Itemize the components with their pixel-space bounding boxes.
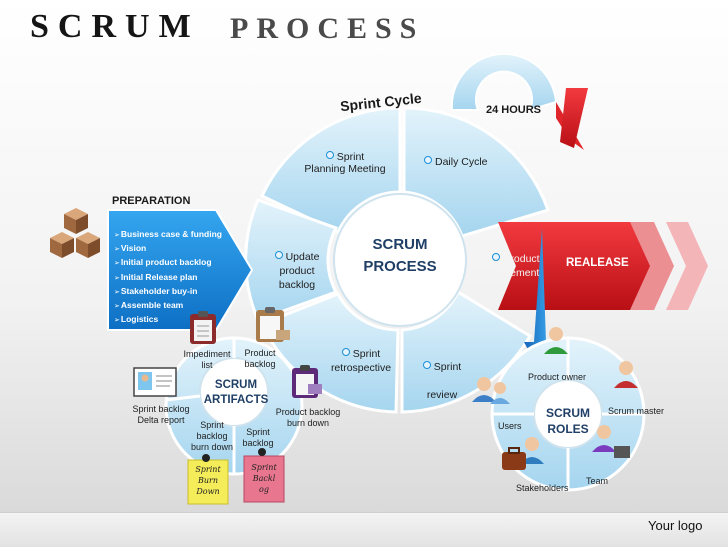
bullet-dot-icon [424, 156, 432, 164]
release-label: REALEASE [566, 257, 629, 269]
team-person-icon [592, 425, 630, 458]
preparation-list: Business case & funding Vision Initial p… [114, 228, 222, 327]
title-process: PROCESS [230, 12, 425, 45]
id-card-icon [133, 367, 177, 397]
segment-update-backlog: Update product backlog [266, 250, 328, 292]
segment-product-increment: Product Increment [492, 253, 540, 279]
product-owner-person-icon [544, 327, 568, 354]
roles-connector-arrow [524, 228, 552, 372]
product-backlog-clipboard-icon [256, 307, 290, 342]
list-item: Initial product backlog [114, 256, 222, 270]
stakeholders-person-icon [502, 437, 544, 470]
bullet-dot-icon [274, 251, 283, 259]
sticky-note-yellow-icon [187, 454, 229, 505]
scrum-master-person-icon [614, 361, 638, 388]
daily-loop [450, 52, 588, 150]
segment-sprint-retrospective: Sprint retrospective [330, 348, 392, 374]
release-arrow [498, 222, 708, 310]
list-item: Stakeholder buy-in [114, 285, 222, 299]
role-team: Team [586, 476, 609, 486]
list-item: Assemble team [114, 299, 222, 313]
bullet-dot-icon [422, 361, 431, 369]
segment-sprint-planning: Sprint Planning Meeting [304, 151, 386, 175]
bullet-dot-icon [325, 151, 334, 159]
title-scrum: SCRUM [30, 8, 200, 45]
boxes-icon [50, 208, 100, 258]
role-product-owner: Product owner [528, 372, 587, 382]
segment-sprint-review: Sprint review [414, 353, 470, 409]
bullet-dot-icon [492, 253, 501, 261]
role-scrum-master: Scrum master [608, 406, 665, 416]
list-item: Vision [114, 242, 222, 256]
scrum-artifacts-ring [164, 336, 304, 476]
role-stakeholders: Stakeholders [516, 483, 569, 493]
list-item: Business case & funding [114, 228, 222, 242]
list-item: Initial Release plan [114, 271, 222, 285]
sticky-note-pink-icon [243, 448, 285, 503]
footer-logo: Your logo [648, 518, 703, 533]
sprint-cycle-ring [244, 106, 550, 414]
users-person-icon [472, 377, 510, 404]
preparation-heading: PREPARATION [112, 195, 191, 207]
loop-arrow-head [560, 88, 588, 148]
bullet-dot-icon [341, 348, 350, 356]
role-users: Users [498, 421, 522, 431]
burn-down-clipboard-icon [292, 365, 322, 398]
segment-daily-cycle: Daily Cycle [424, 156, 488, 168]
hours-label: 24 HOURS [486, 104, 542, 116]
list-item: Logistics [114, 313, 222, 327]
footer-bar [0, 512, 728, 547]
